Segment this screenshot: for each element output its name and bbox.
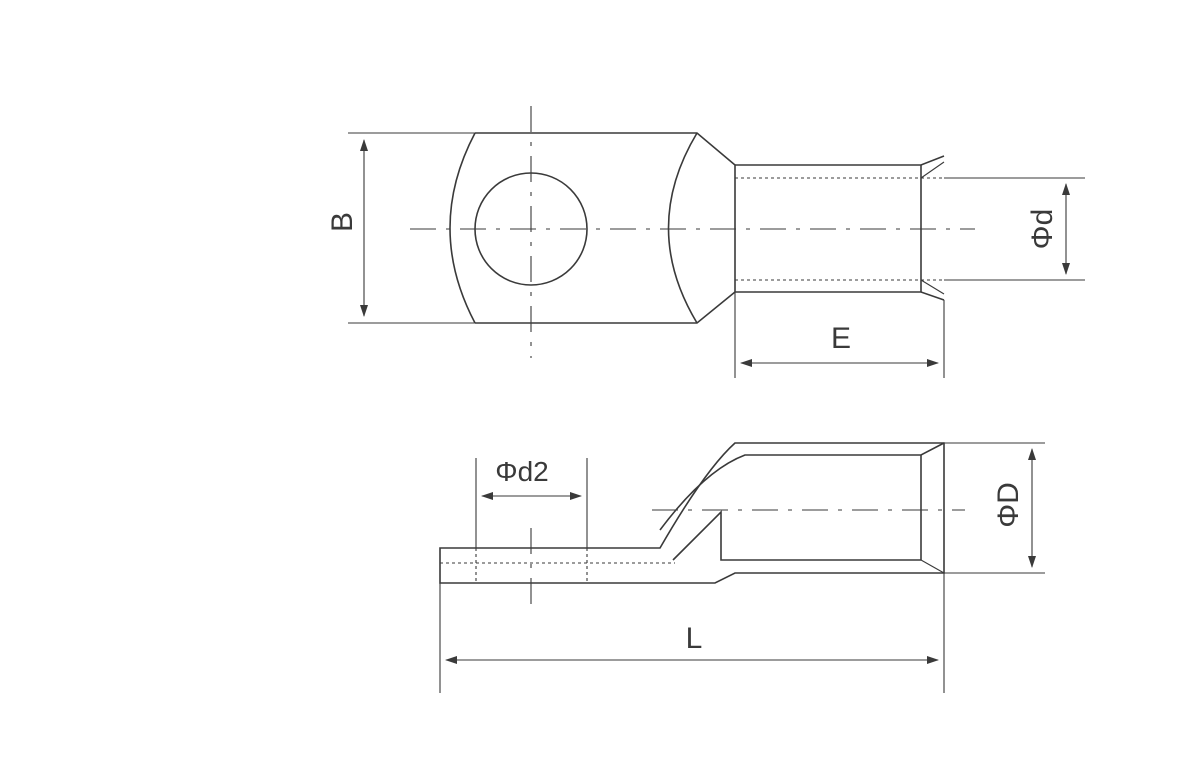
top-flare-bottom: [920, 279, 945, 295]
side-inner-bore-bottom: [672, 510, 921, 561]
dim-B-label: B: [326, 212, 359, 232]
side-barrel-flare: [920, 559, 945, 574]
top-view: B Φd E: [326, 106, 1085, 378]
dim-E-label: E: [831, 322, 851, 355]
dim-L-label: L: [686, 622, 703, 655]
top-palm-outline: [475, 132, 736, 324]
dim-d2-label: Φd2: [495, 456, 548, 487]
side-inner-upper: [659, 442, 945, 531]
side-outline: [439, 442, 945, 584]
side-view: Φd2 ΦD L: [439, 442, 1045, 693]
top-flare-top: [920, 161, 945, 179]
top-palm-left-arc: [449, 132, 476, 324]
top-transition-arc: [667, 132, 698, 324]
dim-d-label: Φd: [1026, 209, 1059, 250]
dim-D-label: ΦD: [992, 482, 1025, 528]
